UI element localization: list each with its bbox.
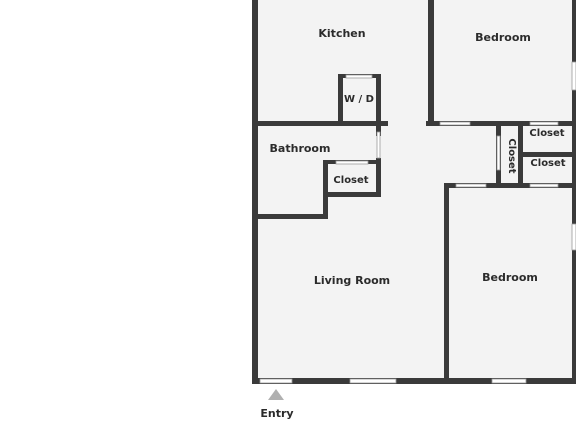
door-closet-bath [335, 160, 369, 165]
door-rcloset-top [529, 121, 559, 126]
floor-areas [256, 0, 576, 381]
floor-main [256, 0, 576, 381]
label-closet-vertical: Closet [506, 138, 517, 173]
wall-bath-bottom [252, 214, 328, 219]
wall-living-bedroom [444, 183, 449, 383]
wall-bedroom-top-bottom [426, 121, 576, 126]
door-wd [345, 74, 373, 79]
wall-bedroom-bottom-top [444, 183, 576, 188]
entry-arrow-icon [268, 389, 284, 400]
wall-right [572, 0, 576, 384]
wall-closet-bath-bottom [323, 192, 381, 197]
label-bathroom: Bathroom [270, 142, 331, 155]
wall-wd-left [338, 74, 343, 126]
door-bedroom-bottom [455, 183, 487, 188]
room-labels: Kitchen Bedroom W / D Bathroom Closet Cl… [270, 27, 566, 287]
label-closet-bottom-right: Closet [530, 158, 565, 169]
wall-bottom [252, 378, 576, 384]
label-living-room: Living Room [314, 274, 390, 287]
door-bathroom [376, 131, 381, 159]
wall-left [252, 0, 258, 384]
window-right-lower [571, 223, 576, 251]
window-bottom-living [349, 378, 397, 384]
door-bedroom-top [439, 121, 471, 126]
label-closet-top-right: Closet [529, 128, 564, 139]
wall-kitchen-bedroom [428, 0, 434, 126]
label-bedroom-bottom: Bedroom [482, 271, 538, 284]
entry-marker: Entry [260, 389, 294, 420]
label-entry: Entry [260, 407, 293, 420]
wall-wd-right [376, 74, 381, 126]
window-right-upper [571, 61, 576, 91]
label-washer-dryer: W / D [344, 94, 374, 105]
door-rcloset-bottom [529, 183, 559, 188]
wall-bath-right-lower [376, 158, 381, 196]
wall-kitchen-bottom [252, 121, 388, 126]
label-bedroom-top: Bedroom [475, 31, 531, 44]
window-bottom-bedroom [491, 378, 527, 384]
label-kitchen: Kitchen [318, 27, 365, 40]
wall-bath-step [323, 160, 328, 219]
label-closet-bath: Closet [333, 175, 368, 186]
wall-bath-right-upper [376, 126, 381, 136]
entry-door-gap [259, 378, 293, 384]
wall-rcloset-mid [518, 152, 576, 157]
door-vcloset [496, 135, 501, 171]
openings [259, 61, 576, 384]
